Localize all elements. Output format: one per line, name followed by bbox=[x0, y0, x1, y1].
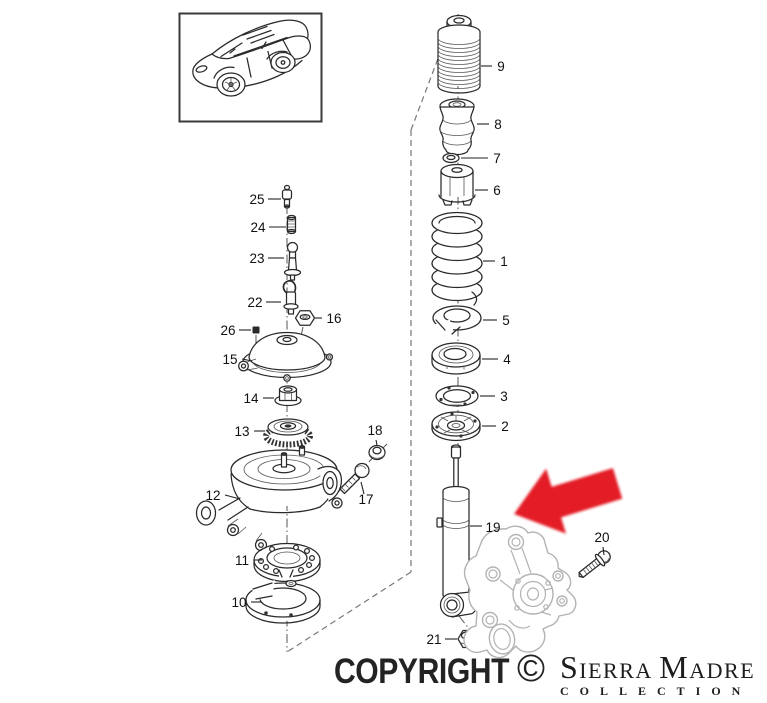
vehicle-box-border bbox=[178, 12, 323, 123]
part-8-bump-stop bbox=[439, 98, 475, 156]
car-icon bbox=[192, 19, 311, 97]
part-14-nut bbox=[274, 385, 302, 407]
part-2-flange-plate bbox=[431, 411, 481, 442]
part-3-plate bbox=[435, 385, 479, 407]
copyright-symbol: © bbox=[517, 648, 545, 690]
callout-leader-12 bbox=[224, 494, 241, 500]
callout-22: 22 bbox=[247, 295, 262, 310]
part-17-bolt bbox=[339, 462, 370, 495]
callout-leader-15 bbox=[241, 358, 253, 362]
callout-1: 1 bbox=[500, 254, 508, 269]
callout-16: 16 bbox=[326, 311, 341, 326]
brand-name: Sierra Madre bbox=[560, 649, 756, 685]
part-15-strut-mount bbox=[238, 331, 334, 382]
callout-leader-20 bbox=[602, 546, 605, 556]
part-24-stud bbox=[286, 214, 297, 235]
part-10-spring-seat bbox=[245, 579, 321, 624]
knuckle-drawing bbox=[463, 525, 577, 659]
part-23-bolt bbox=[283, 241, 302, 281]
part-22-hook-pin bbox=[282, 280, 299, 315]
part-5-spring-support bbox=[432, 305, 482, 338]
part-25-valve bbox=[281, 184, 293, 209]
callout-24: 24 bbox=[250, 220, 266, 235]
part-20-bolt bbox=[578, 550, 611, 579]
callout-26: 26 bbox=[220, 323, 235, 338]
part-19-shock-absorber bbox=[436, 444, 478, 618]
callout-10: 10 bbox=[231, 595, 246, 610]
callout-11: 11 bbox=[235, 553, 249, 568]
part-16-nut bbox=[294, 310, 316, 326]
callout-9: 9 bbox=[497, 59, 505, 74]
callout-19: 19 bbox=[485, 520, 500, 535]
callout-8: 8 bbox=[494, 117, 502, 132]
assembly-boundary-line bbox=[286, 18, 454, 653]
callout-4: 4 bbox=[503, 352, 511, 367]
callout-3: 3 bbox=[500, 389, 508, 404]
callout-7: 7 bbox=[493, 151, 501, 166]
callout-leader-18 bbox=[375, 439, 378, 446]
callout-leader-17 bbox=[360, 481, 365, 495]
vehicle-thumbnail bbox=[178, 12, 323, 123]
part-1-coil-spring bbox=[431, 211, 483, 306]
brand-logo: Sierra Madre COLLECTION bbox=[560, 649, 756, 699]
callout-12: 12 bbox=[205, 488, 220, 503]
callout-13: 13 bbox=[234, 424, 249, 439]
part-12-support-housing bbox=[195, 445, 343, 552]
callout-20: 20 bbox=[594, 530, 609, 545]
part-4-mount-ring bbox=[431, 342, 481, 375]
part-6-cap bbox=[438, 163, 476, 206]
part-7-ring bbox=[442, 152, 460, 164]
callout-6: 6 bbox=[493, 183, 501, 198]
part-18-washer bbox=[368, 444, 386, 461]
copyright-word: COPYRIGHT bbox=[334, 652, 510, 691]
callout-17: 17 bbox=[358, 492, 373, 507]
callout-15: 15 bbox=[222, 352, 237, 367]
callout-23: 23 bbox=[249, 251, 264, 266]
part-13-knurled-cap bbox=[263, 418, 313, 448]
callout-25: 25 bbox=[249, 192, 264, 207]
brand-collection: COLLECTION bbox=[560, 684, 752, 698]
callout-21: 21 bbox=[426, 632, 441, 647]
callout-5: 5 bbox=[502, 313, 510, 328]
highlight-arrow bbox=[514, 468, 623, 534]
part-11-bearing bbox=[253, 542, 321, 583]
callout-18: 18 bbox=[367, 423, 382, 438]
callout-2: 2 bbox=[501, 419, 509, 434]
part-9-bellows bbox=[437, 14, 481, 94]
part-26-clip bbox=[252, 326, 260, 334]
callout-14: 14 bbox=[243, 391, 259, 406]
